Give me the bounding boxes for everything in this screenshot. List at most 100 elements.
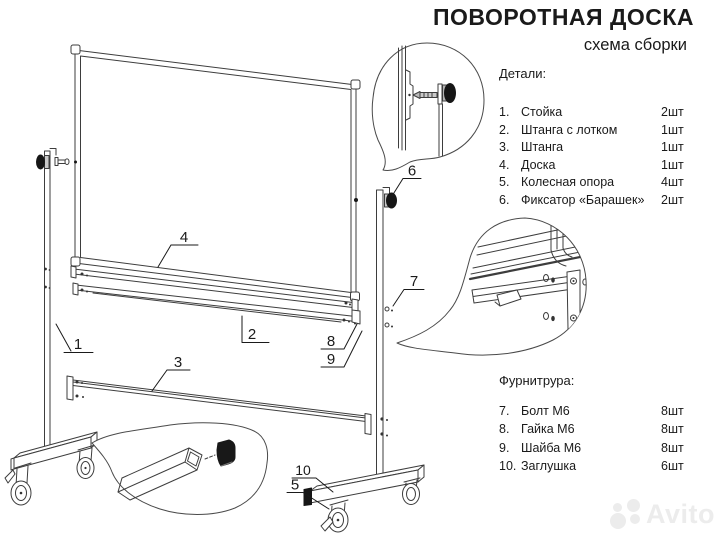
part-qty: 6шт [661, 459, 684, 474]
end-cap-black [303, 487, 312, 506]
detail-bubble-cap [91, 422, 269, 515]
caster-wheel [320, 499, 349, 533]
brake-lever [4, 469, 16, 484]
parts-list-item: 4. Доска 1шт [499, 157, 699, 175]
svg-text:6: 6 [408, 163, 416, 180]
tray-clip [496, 289, 522, 307]
svg-text:3: 3 [174, 354, 182, 371]
svg-text:7: 7 [410, 273, 418, 290]
right-post [376, 187, 397, 479]
avito-logo-icon [610, 513, 626, 529]
hardware-list-item: 10. Заглушка 6шт [499, 457, 699, 475]
part-name: Колесная опора [521, 175, 615, 189]
caster-wheel [76, 444, 96, 479]
part-name: Заглушка [521, 459, 577, 474]
part-qty: 2шт [661, 105, 684, 119]
part-name: Штанга [521, 140, 564, 154]
part-name: Доска [521, 157, 556, 172]
avito-logo-icon [613, 503, 622, 512]
page-title: ПОВОРОТНАЯ ДОСКА [433, 4, 694, 30]
part-qty: 8шт [661, 422, 684, 437]
brake-lever [320, 516, 334, 532]
callout-7: 7 [392, 273, 425, 307]
part-name: Гайка М6 [521, 422, 575, 437]
left-post [36, 148, 70, 453]
hardware-list-item: 9. Шайба М6 8шт [499, 439, 699, 457]
parts-list-item: 2. Штанга с лотком 1шт [499, 122, 699, 140]
part-number: 9. [499, 440, 510, 455]
svg-text:10: 10 [295, 462, 311, 478]
detail-bubble-knob [371, 42, 485, 171]
parts-list-item: 3. Штанга 1шт [499, 139, 699, 157]
hardware-list-item: 7. Болт М6 8шт [499, 402, 699, 420]
parts-list-item: 6. Фиксатор «Барашек» 2шт [499, 192, 699, 210]
lock-knob-right [386, 192, 397, 209]
part-number: 3. [499, 140, 510, 154]
parts-list-heading: Детали: [499, 66, 547, 81]
whiteboard [70, 44, 361, 302]
callout-3: 3 [151, 354, 191, 392]
parts-list-item: 5. Колесная опора 4шт [499, 174, 699, 192]
callout-4: 4 [157, 229, 199, 268]
svg-text:5: 5 [291, 477, 299, 494]
part-number: 10. [499, 459, 517, 474]
callout-5: 5 [286, 477, 330, 510]
hardware-list-rows: 7. Болт М6 8шт 8. Гайка М6 8шт 9. Шайба … [499, 402, 699, 476]
lock-knob-left [36, 154, 45, 170]
part-name: Фиксатор «Барашек» [521, 192, 645, 207]
tray-bar [70, 265, 361, 325]
knob-base [44, 155, 50, 169]
part-name: Шайба М6 [521, 440, 582, 455]
caster-wheel [402, 477, 421, 505]
svg-text:4: 4 [180, 229, 188, 246]
callout-2: 2 [241, 315, 270, 343]
avito-logo-icon [630, 514, 640, 524]
part-name: Штанга с лотком [521, 122, 618, 137]
watermark-text: Avito [646, 499, 715, 529]
caster-wheel [4, 462, 32, 506]
part-qty: 4шт [661, 175, 684, 189]
part-qty: 1шт [661, 157, 684, 172]
part-number: 5. [499, 175, 510, 189]
callout-9: 9 [320, 330, 363, 368]
hardware-list-item: 8. Гайка М6 8шт [499, 420, 699, 438]
wing-knob [444, 83, 456, 103]
callout-1: 1 [55, 323, 94, 353]
part-number: 8. [499, 422, 510, 437]
svg-text:9: 9 [327, 351, 335, 368]
part-qty: 1шт [661, 122, 684, 137]
lower-crossbar [66, 375, 388, 437]
left-foot [4, 431, 98, 506]
svg-text:1: 1 [74, 336, 82, 353]
part-name: Болт М6 [521, 404, 570, 418]
avito-watermark: Avito [606, 497, 716, 535]
pivot-bolt-left [74, 160, 77, 164]
hardware-list: Фурнитрура: [499, 373, 699, 388]
part-name: Стойка [521, 105, 563, 119]
svg-text:2: 2 [248, 326, 256, 343]
parts-list-rows: 1. Стойка 2шт 2. Штанга с лотком 1шт 3. … [499, 104, 699, 209]
svg-text:8: 8 [327, 333, 335, 350]
detail-bubble-corner [396, 217, 587, 356]
part-qty: 8шт [661, 404, 684, 418]
part-number: 6. [499, 192, 510, 207]
part-qty: 1шт [661, 140, 684, 154]
right-foot [303, 464, 425, 533]
callout-6: 6 [391, 163, 422, 197]
hardware-list-heading: Фурнитрура: [499, 373, 575, 388]
part-number: 2. [499, 122, 510, 137]
tube-end [117, 447, 203, 501]
part-qty: 2шт [661, 192, 684, 207]
callout-8: 8 [320, 323, 358, 350]
pivot-bolt-right [354, 198, 358, 202]
part-qty: 8шт [661, 440, 684, 455]
callout-10: 10 [291, 462, 334, 493]
part-number: 1. [499, 105, 510, 119]
avito-logo-icon [627, 499, 640, 512]
plug-cap-black [216, 439, 236, 467]
parts-list-item: 1. Стойка 2шт [499, 104, 699, 122]
part-number: 7. [499, 404, 510, 418]
page-subtitle: схема сборки [583, 36, 687, 54]
parts-list: Детали: [499, 66, 699, 81]
callouts: 1 2 3 4 5 6 7 8 9 10 [55, 163, 425, 510]
